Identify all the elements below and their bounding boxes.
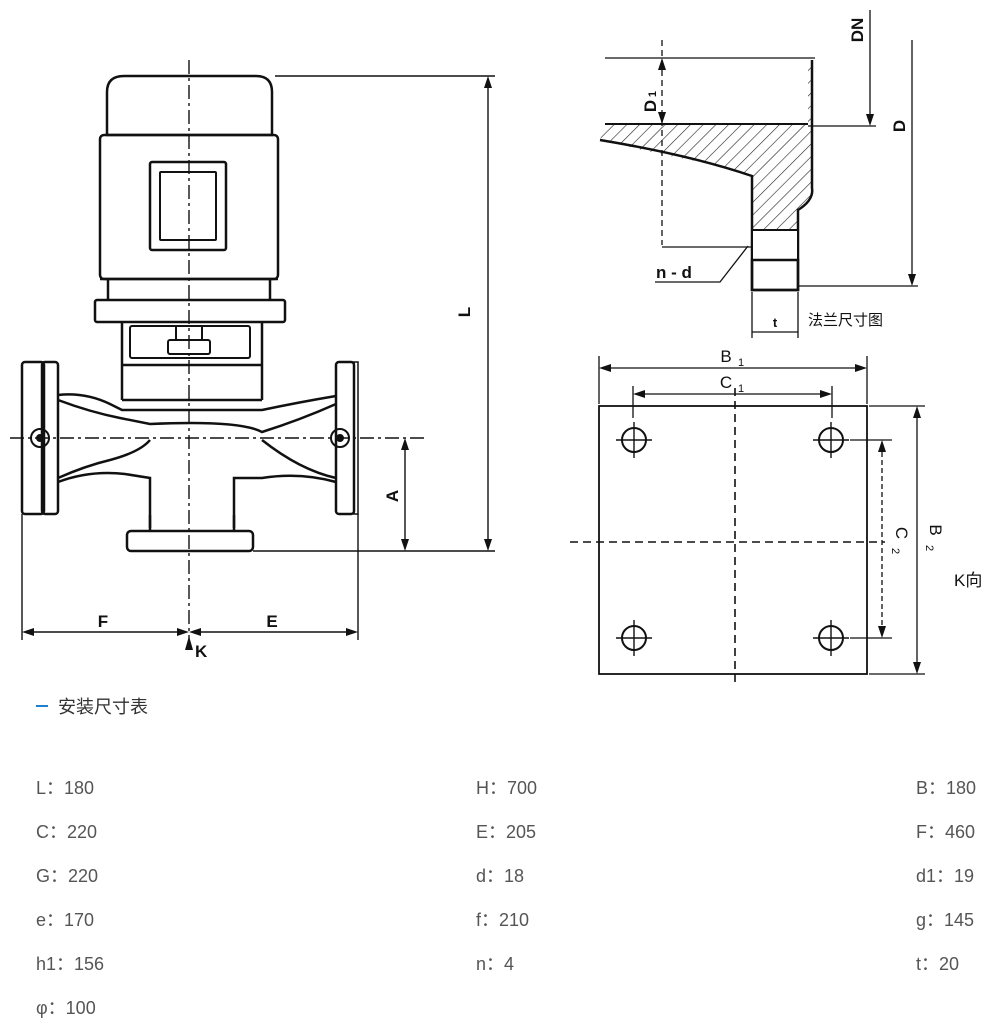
motor-cap xyxy=(105,74,274,137)
flange-label-D1-sub: 1 xyxy=(647,91,659,97)
dim-label-L: L xyxy=(455,307,474,317)
spec-table: L：180 H：700 B：180 C：220 E：205 F：460 G：22… xyxy=(36,768,976,1032)
base-label-C1-sub: 1 xyxy=(738,383,744,395)
base-label-B1-sub: 1 xyxy=(738,357,744,369)
spec-cell: φ：100 xyxy=(36,998,96,1018)
spec-cell: G：220 xyxy=(36,866,99,886)
spec-row: L：180 H：700 B：180 xyxy=(36,768,976,812)
section-title: 安装尺寸表 xyxy=(36,693,148,719)
dim-label-E: E xyxy=(266,612,277,631)
base-label-C1: C xyxy=(720,373,732,392)
spec-cell: H：700 xyxy=(476,778,538,798)
base-label-B2-sub: 2 xyxy=(923,545,935,551)
base-plate-view xyxy=(570,356,925,686)
spec-cell: E：205 xyxy=(476,822,537,842)
flange-section xyxy=(599,10,918,338)
spec-row: C：220 E：205 F：460 xyxy=(36,812,976,856)
section-title-text: 安装尺寸表 xyxy=(58,697,148,717)
base-label-C2-sub: 2 xyxy=(889,548,901,554)
spec-row: e：170 f：210 g：145 xyxy=(36,900,976,944)
pump-installation-drawing: L A F E K D 1 DN D n - xyxy=(10,10,982,686)
flange-label-t: t xyxy=(773,315,778,330)
spec-cell: t：20 xyxy=(916,954,960,974)
spec-cell: C：220 xyxy=(36,822,98,842)
title-dash-icon xyxy=(36,705,48,707)
spec-cell: B：180 xyxy=(916,778,977,798)
base-label-C2: C xyxy=(892,527,911,539)
spec-cell: F：460 xyxy=(916,822,976,842)
dim-label-A: A xyxy=(383,490,402,502)
dim-label-F: F xyxy=(98,612,108,631)
spec-cell: e：170 xyxy=(36,910,95,930)
motor-body xyxy=(98,133,280,281)
spec-row: φ：100 xyxy=(36,988,976,1032)
flange-label-nd: n - d xyxy=(656,263,692,282)
spec-cell: h1：156 xyxy=(36,954,105,974)
flange-label-D1: D xyxy=(641,100,660,112)
base-label-B2: B xyxy=(926,524,945,535)
spec-row: h1：156 n：4 t：20 xyxy=(36,944,976,988)
motor-flange xyxy=(93,298,287,324)
spec-cell: g：145 xyxy=(916,910,975,930)
spec-row: G：220 d：18 d1：19 xyxy=(36,856,976,900)
spec-cell: f：210 xyxy=(476,910,530,930)
pump-base xyxy=(125,529,255,553)
spec-cell: d1：19 xyxy=(916,866,975,886)
flange-label-DN: DN xyxy=(848,18,867,43)
flange-caption: 法兰尺寸图 xyxy=(808,312,883,329)
spec-cell: L：180 xyxy=(36,778,95,798)
terminal-box xyxy=(148,160,228,252)
spec-cell: n：4 xyxy=(476,954,515,974)
base-view-label: K向 xyxy=(954,571,982,590)
view-arrow-K: K xyxy=(195,642,208,661)
pump-front-view xyxy=(20,74,359,553)
pump-casing xyxy=(57,393,337,528)
spec-cell: d：18 xyxy=(476,866,525,886)
flange-label-D: D xyxy=(890,120,909,132)
base-label-B1: B xyxy=(720,347,731,366)
coupling-bracket xyxy=(120,322,264,400)
